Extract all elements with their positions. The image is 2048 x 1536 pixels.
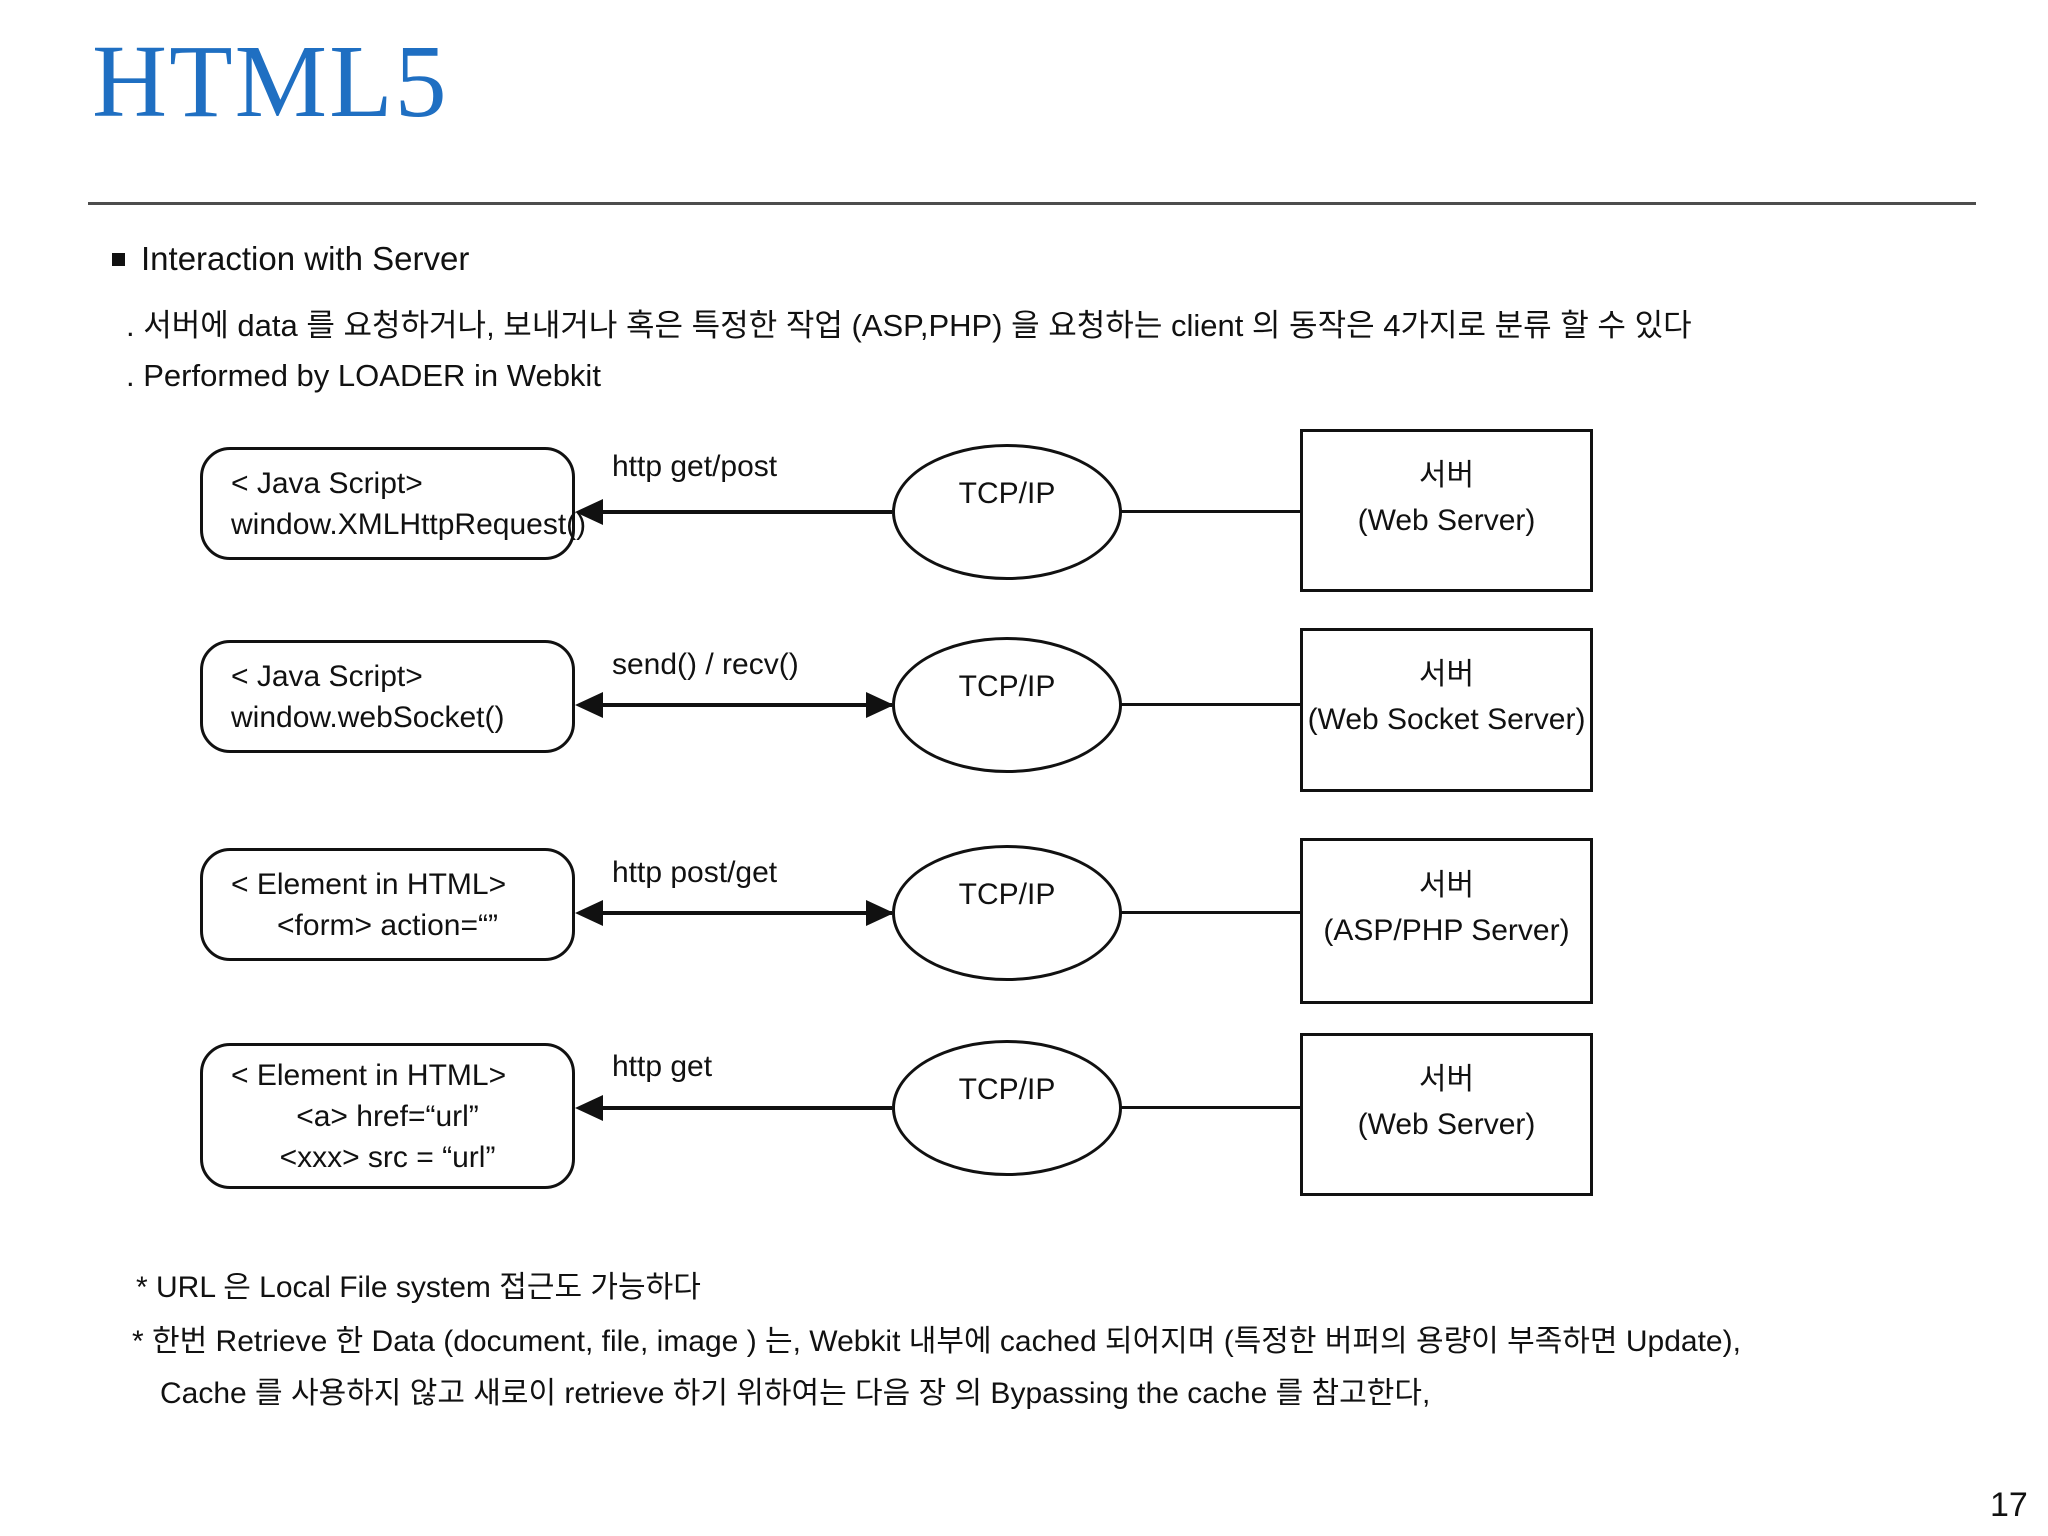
arrow-label: http post/get — [612, 856, 778, 889]
server-box-line: (ASP/PHP Server) — [1323, 914, 1570, 947]
client-box-line: window.XMLHttpRequest() — [231, 507, 587, 541]
arrowhead-left-icon — [575, 499, 603, 525]
section-heading: Interaction with Server — [112, 240, 469, 278]
connector-line — [1119, 510, 1302, 513]
arrow-line — [580, 1106, 892, 1110]
arrow-label: send() / recv() — [612, 648, 799, 681]
tcp-ip-node: TCP/IP — [892, 444, 1122, 580]
client-box-line: <a> href=“url” — [296, 1099, 479, 1133]
tcp-ip-label: TCP/IP — [958, 878, 1056, 911]
client-box-line: <form> action=“” — [277, 908, 498, 942]
tcp-ip-label: TCP/IP — [958, 670, 1056, 703]
arrowhead-left-icon — [575, 1095, 603, 1121]
subline-korean-description: . 서버에 data 를 요청하거나, 보내거나 혹은 특정한 작업 (ASP,… — [126, 308, 1692, 343]
server-box-line: 서버 — [1418, 658, 1475, 691]
client-box-line: window.webSocket() — [231, 700, 505, 734]
footnote-bypassing-cache: Cache 를 사용하지 않고 새로이 retrieve 하기 위하여는 다음 … — [160, 1377, 1431, 1410]
arrow-line — [580, 911, 892, 915]
client-box-xmlhttprequest: < Java Script> window.XMLHttpRequest() — [200, 447, 587, 560]
bullet-square-icon — [112, 252, 125, 266]
arrowhead-right-icon — [866, 900, 894, 926]
arrowhead-left-icon — [575, 900, 603, 926]
server-box-web-socket-server: 서버 (Web Socket Server) — [1300, 628, 1593, 792]
footnote-url-local-file: * URL 은 Local File system 접근도 가능하다 — [136, 1271, 701, 1304]
server-box-line: 서버 — [1418, 1062, 1475, 1096]
server-box-web-server: 서버 (Web Server) — [1300, 429, 1593, 592]
subline-performed-by: . Performed by LOADER in Webkit — [126, 358, 601, 393]
tcp-ip-node: TCP/IP — [892, 637, 1122, 773]
server-box-line: 서버 — [1418, 869, 1475, 902]
client-box-line: < Java Script> — [231, 466, 423, 500]
server-box-web-server-2: 서버 (Web Server) — [1300, 1033, 1593, 1196]
connector-line — [1119, 1106, 1302, 1109]
tcp-ip-node: TCP/IP — [892, 845, 1122, 981]
client-box-line: <xxx> src = “url” — [279, 1140, 496, 1174]
arrow-label: http get — [612, 1050, 713, 1083]
tcp-ip-label: TCP/IP — [958, 1073, 1056, 1106]
tcp-ip-node: TCP/IP — [892, 1040, 1122, 1176]
client-box-websocket: < Java Script> window.webSocket() — [200, 640, 575, 753]
page-title: HTML5 — [92, 24, 449, 139]
client-box-line: < Element in HTML> — [231, 1058, 507, 1092]
title-divider — [88, 202, 1976, 205]
server-box-line: (Web Server) — [1357, 503, 1536, 537]
arrowhead-right-icon — [866, 692, 894, 718]
connector-line — [1119, 911, 1302, 914]
server-box-line: (Web Server) — [1357, 1107, 1536, 1141]
client-box-line: < Element in HTML> — [231, 867, 507, 901]
arrow-line — [580, 510, 892, 514]
client-box-form-action: < Element in HTML> <form> action=“” — [200, 848, 575, 961]
server-box-asp-php-server: 서버 (ASP/PHP Server) — [1300, 838, 1593, 1004]
section-heading-label: Interaction with Server — [141, 240, 470, 277]
arrow-label: http get/post — [612, 450, 778, 483]
footnote-retrieve-cached: * 한번 Retrieve 한 Data (document, file, im… — [132, 1325, 1741, 1358]
server-box-line: 서버 — [1418, 458, 1475, 492]
page-number: 17 — [1990, 1486, 2028, 1524]
client-box-line: < Java Script> — [231, 659, 423, 693]
arrowhead-left-icon — [575, 692, 603, 718]
server-box-line: (Web Socket Server) — [1307, 703, 1586, 736]
tcp-ip-label: TCP/IP — [958, 477, 1056, 510]
arrow-line — [580, 703, 892, 707]
client-box-href-src: < Element in HTML> <a> href=“url” <xxx> … — [200, 1043, 575, 1189]
connector-line — [1119, 703, 1302, 706]
